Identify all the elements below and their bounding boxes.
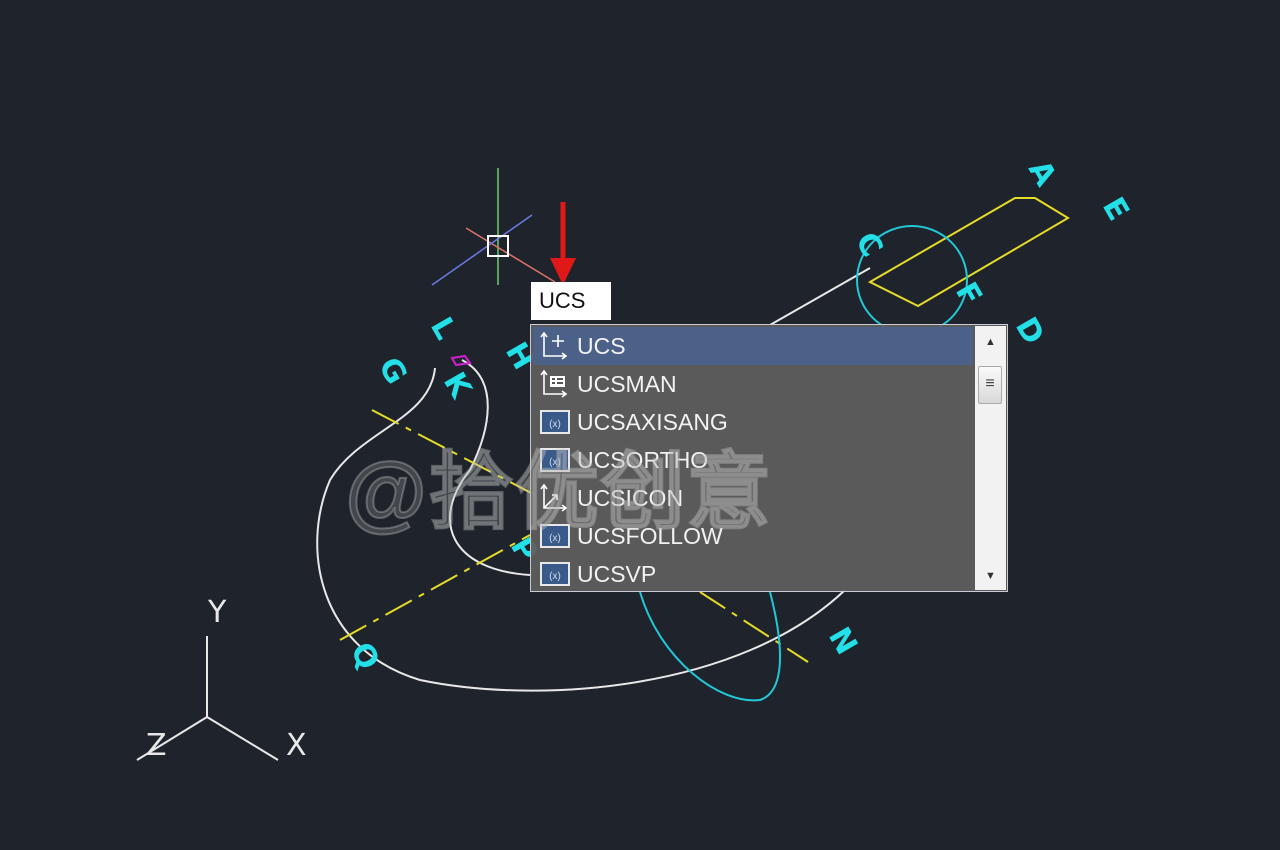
point-label-l: L	[423, 312, 463, 346]
ucs-x-label: X	[286, 728, 307, 763]
point-label-k: K	[436, 367, 479, 406]
point-label-c: C	[848, 227, 889, 264]
scroll-up-arrow-icon[interactable]: ▲	[985, 336, 996, 348]
system-variable-icon: (x)	[540, 410, 570, 434]
yellow-centerline-1	[371, 409, 536, 496]
yellow-centerline-2	[339, 534, 531, 641]
crosshair-red	[465, 227, 556, 283]
yellow-rectangle	[867, 197, 1070, 308]
point-label-n: N	[821, 622, 864, 661]
autocomplete-item-label: UCS	[577, 332, 626, 359]
white-line	[769, 267, 871, 326]
autocomplete-item-ucsicon[interactable]: UCSICON	[533, 479, 973, 517]
scrollbar-thumb[interactable]: ≡	[978, 366, 1002, 404]
red-arrow-icon	[550, 202, 576, 285]
magenta-mark	[450, 354, 472, 367]
autocomplete-item-label: UCSICON	[577, 484, 684, 511]
point-label-f: F	[948, 277, 989, 312]
ucs-move-icon	[540, 331, 568, 360]
system-variable-icon: (x)	[540, 562, 570, 586]
autocomplete-item-ucsvp[interactable]: (x) UCSVP	[533, 555, 973, 593]
svg-text:(x): (x)	[549, 571, 561, 582]
autocomplete-item-label: UCSMAN	[577, 370, 677, 397]
scroll-down-arrow-icon[interactable]: ▼	[985, 570, 996, 582]
autocomplete-item-label: UCSVP	[577, 560, 657, 587]
point-label-a: A	[1021, 155, 1063, 193]
ucs-axis-icon	[136, 636, 279, 761]
white-loop-curve	[316, 367, 846, 692]
autocomplete-item-ucsman[interactable]: UCSMAN	[533, 365, 973, 403]
system-variable-icon: (x)	[540, 448, 570, 472]
autocomplete-item-ucsfollow[interactable]: (x) UCSFOLLOW	[533, 517, 973, 555]
autocomplete-item-label: UCSORTHO	[577, 446, 709, 473]
command-autocomplete-list[interactable]: UCS UCSMAN (x) UCSAXISANG (x) UCSORTHO U…	[530, 324, 1008, 592]
crosshair-blue	[431, 214, 533, 286]
point-label-e: E	[1095, 192, 1136, 227]
ucs-z-label: Z	[146, 728, 167, 763]
autocomplete-item-label: UCSAXISANG	[577, 408, 728, 435]
system-variable-icon: (x)	[540, 524, 570, 548]
autocomplete-item-label: UCSFOLLOW	[577, 522, 723, 549]
svg-text:(x): (x)	[549, 419, 561, 430]
autocomplete-item-ucsortho[interactable]: (x) UCSORTHO	[533, 441, 973, 479]
scrollbar[interactable]: ▲ ≡ ▼	[975, 326, 1006, 590]
ucs-manager-icon	[540, 369, 568, 398]
yellow-centerline-3	[699, 591, 809, 663]
point-label-g: G	[371, 352, 414, 391]
autocomplete-item-ucsaxisang[interactable]: (x) UCSAXISANG	[533, 403, 973, 441]
white-inner-curve	[449, 359, 531, 576]
svg-text:(x): (x)	[549, 533, 561, 544]
svg-text:(x): (x)	[549, 457, 561, 468]
autocomplete-item-ucs[interactable]: UCS	[533, 327, 973, 365]
ucs-y-label: Y	[207, 595, 227, 630]
point-label-d: D	[1008, 312, 1051, 351]
pickbox	[487, 235, 509, 257]
point-label-q: Q	[343, 637, 386, 677]
dynamic-input-field[interactable]: UCS	[531, 282, 611, 320]
ucs-icon-icon	[540, 483, 568, 512]
cyan-ellipse-2	[639, 591, 781, 702]
